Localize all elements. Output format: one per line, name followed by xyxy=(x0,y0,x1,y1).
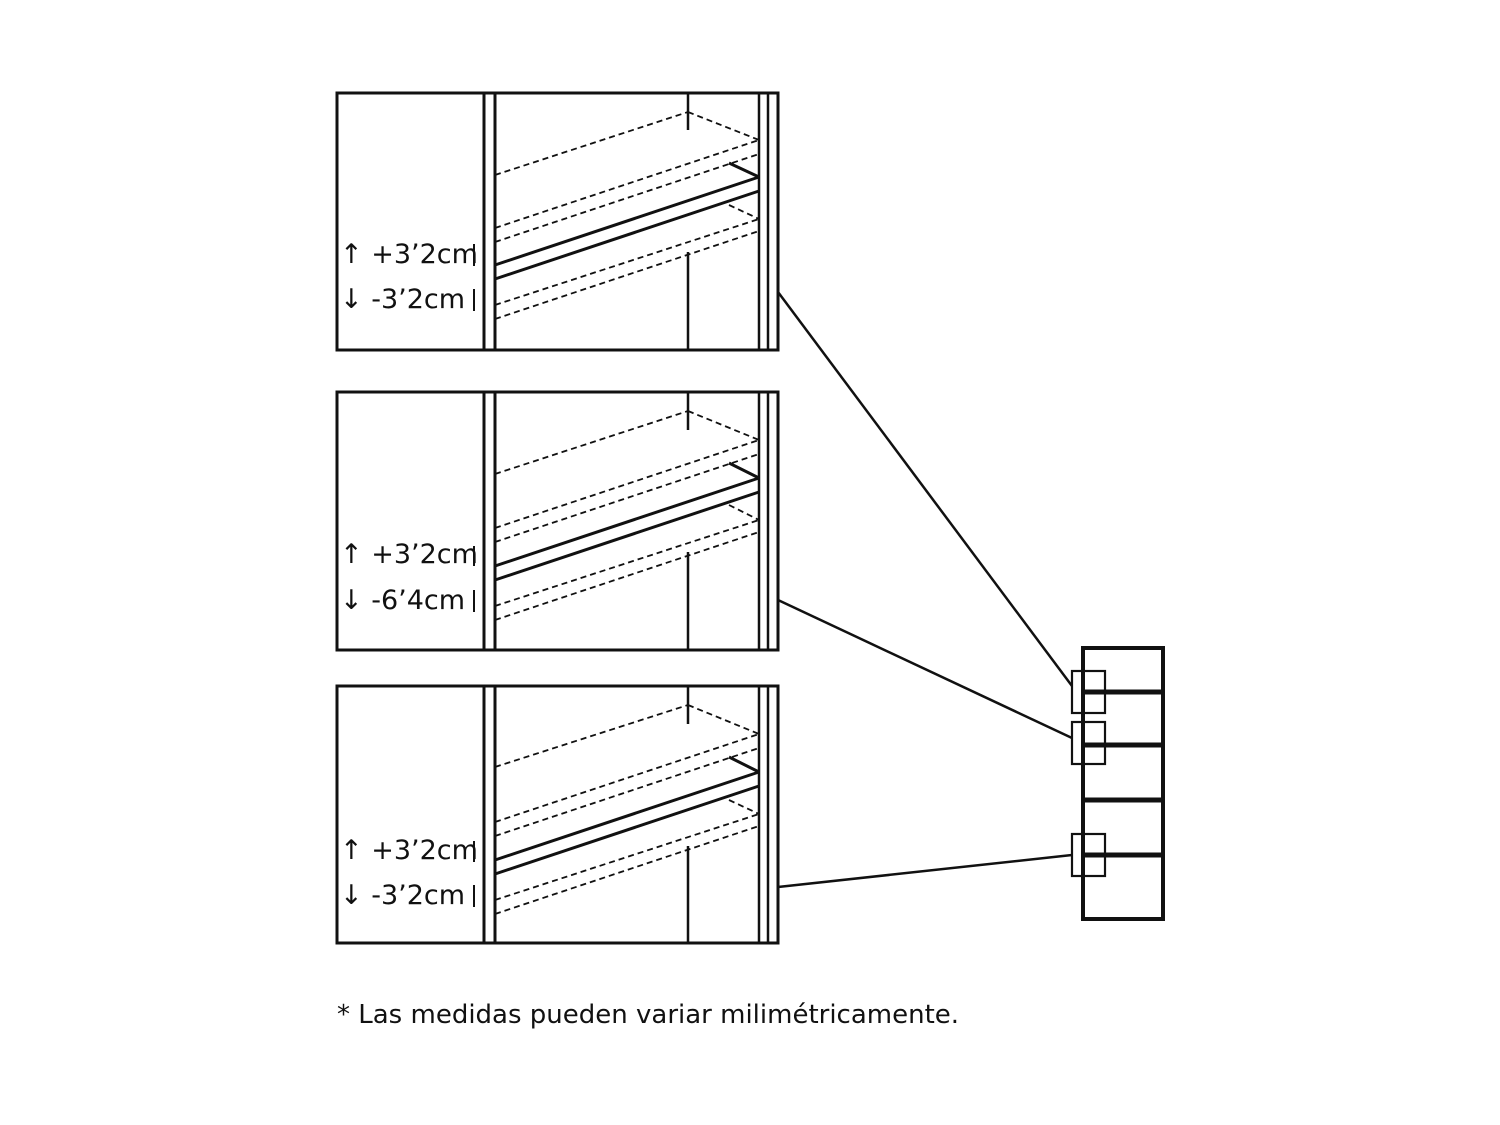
detail-panel-1: ↑ +3’2cm ↓ -3’2cm xyxy=(335,91,780,352)
shelving-unit-overview xyxy=(1070,646,1165,921)
detail-panel-3: ↑ +3’2cm ↓ -3’2cm xyxy=(335,684,780,945)
leader-line-2 xyxy=(777,598,1073,740)
adjust-down-label-1: ↓ -3’2cm xyxy=(340,284,465,315)
shelf-lower-position xyxy=(494,504,760,621)
shelf-current-position xyxy=(494,161,760,281)
detail-marker-2 xyxy=(1070,720,1107,766)
shelf-upper-position xyxy=(494,410,760,543)
adjust-up-label-1: ↑ +3’2cm xyxy=(340,239,478,270)
leader-line-3 xyxy=(777,853,1073,889)
measurement-footnote: * Las medidas pueden variar milimétricam… xyxy=(337,1000,960,1030)
adjust-down-label-2: ↓ -6’4cm xyxy=(340,585,465,616)
shelf-lower-position xyxy=(494,204,760,320)
adjust-up-label-3: ↑ +3’2cm xyxy=(340,835,478,866)
adjust-up-label-2: ↑ +3’2cm xyxy=(340,539,478,570)
shelf-upper-position xyxy=(494,704,760,837)
detail-panel-2: ↑ +3’2cm ↓ -6’4cm xyxy=(335,390,780,652)
detail-marker-3 xyxy=(1070,832,1107,878)
shelf-current-position xyxy=(494,755,760,876)
shelf-upper-position xyxy=(494,111,760,243)
detail-marker-1 xyxy=(1070,669,1107,715)
shelf-lower-position xyxy=(494,799,760,915)
shelf-current-position xyxy=(494,461,760,582)
leader-line-1 xyxy=(776,291,1074,687)
adjust-down-label-3: ↓ -3’2cm xyxy=(340,880,465,911)
leader-lines xyxy=(776,291,1074,889)
